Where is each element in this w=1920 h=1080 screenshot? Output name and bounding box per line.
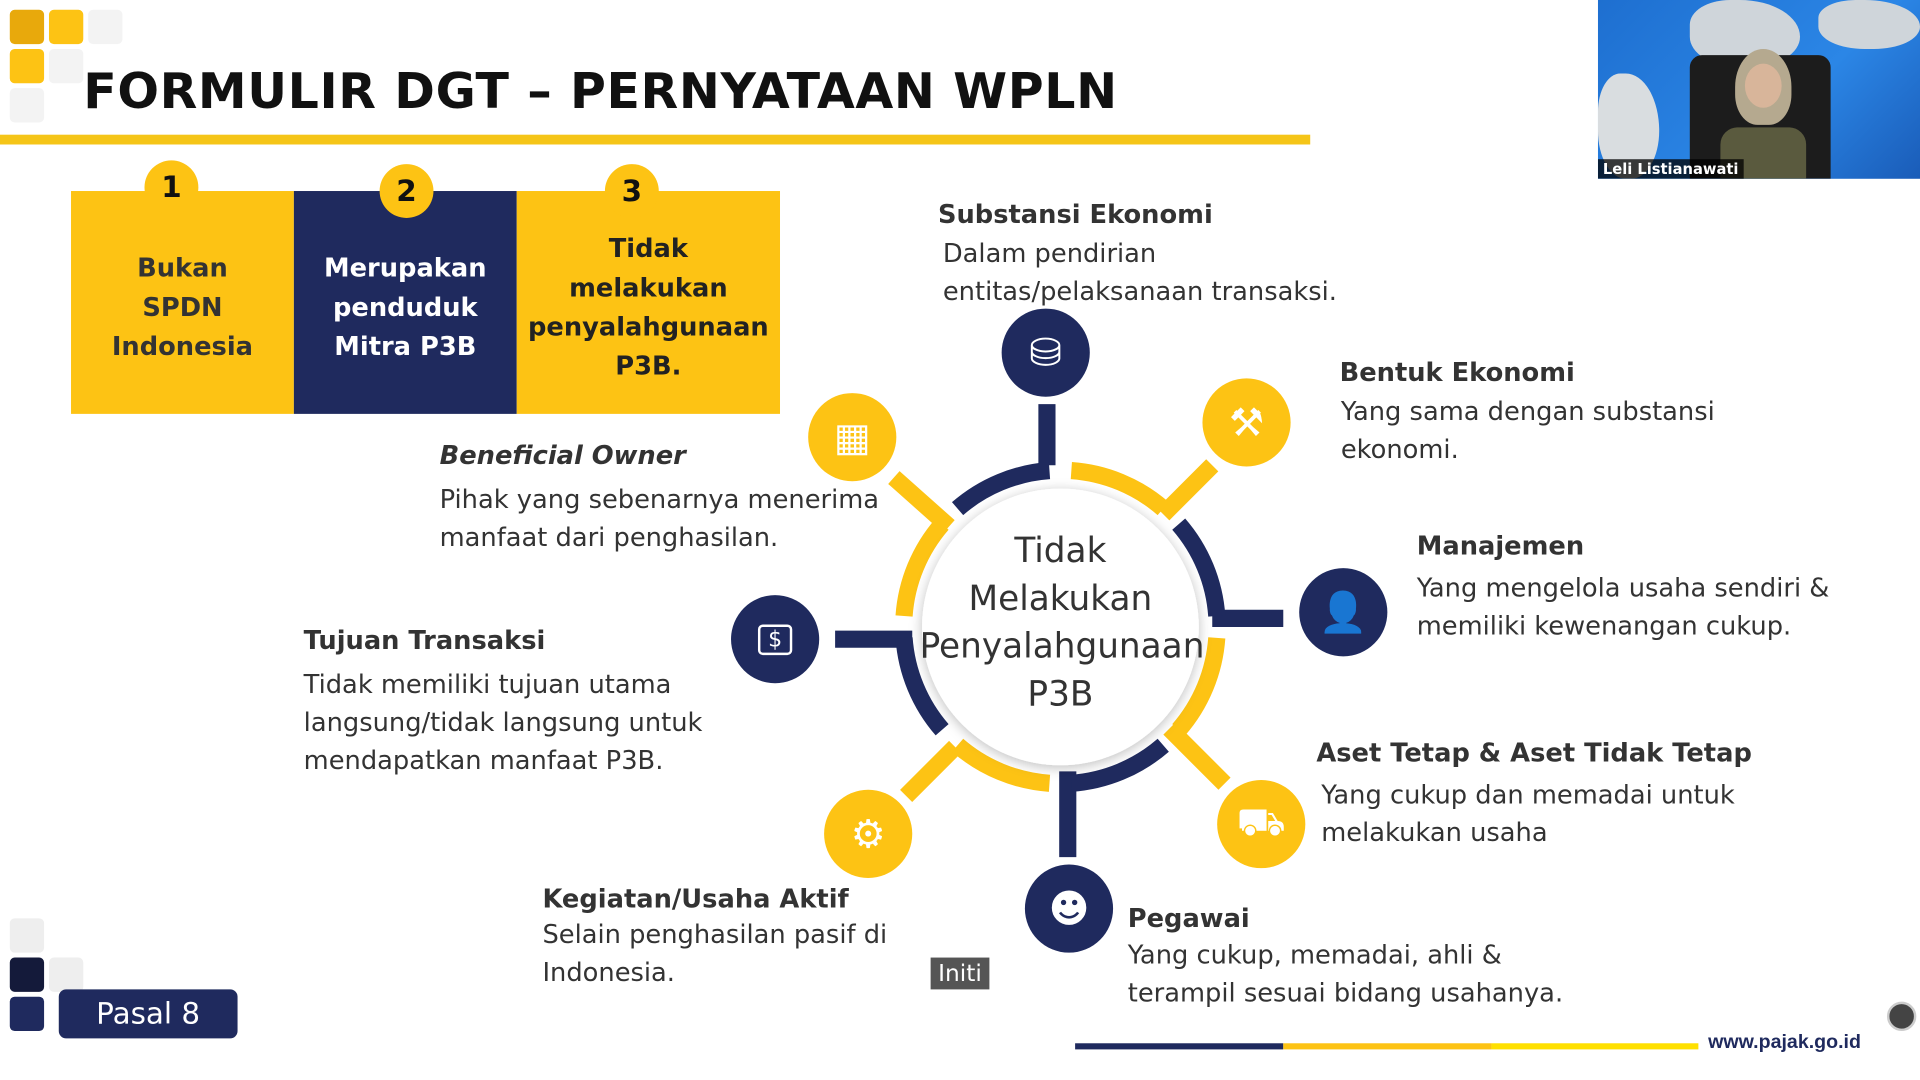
requirement-label: Tidak melakukan penyalahgunaan P3B. (527, 233, 769, 381)
requirement-box-2: Merupakan penduduk Mitra P3B (293, 191, 517, 414)
decor-square (9, 9, 45, 45)
center-circle (922, 488, 1199, 766)
criteria-text: Pihak yang sebenarnya menerima manfaat d… (439, 484, 880, 553)
criteria-heading: Kegiatan/Usaha Aktif (542, 884, 849, 914)
criteria-heading: Bentuk Ekonomi (1339, 357, 1575, 387)
owner-building-icon: ▦ (808, 393, 897, 482)
decor-square (48, 957, 84, 992)
requirement-label: Bukan SPDN Indonesia (111, 253, 254, 362)
participant-avatar (1720, 48, 1807, 179)
decor-square (48, 48, 84, 84)
website-url: www.pajak.go.id (1708, 1032, 1861, 1054)
spoke (1157, 459, 1219, 521)
criteria-text: Yang cukup dan memadai untuk melakukan u… (1321, 780, 1735, 848)
title-underline (0, 134, 1311, 145)
criteria-text: Yang sama dengan substansi ekonomi. (1340, 396, 1715, 465)
requirement-number: 2 (379, 164, 434, 218)
ring-segment (895, 518, 949, 617)
ring-segment (951, 738, 1051, 792)
decor-square (88, 9, 123, 45)
requirement-box-1: Bukan SPDN Indonesia (71, 191, 294, 414)
criteria-heading: Tujuan Transaksi (303, 625, 546, 656)
criteria-heading: Aset Tetap & Aset Tidak Tetap (1316, 738, 1752, 768)
requirement-number: 1 (144, 160, 199, 215)
inti-label: Initi (930, 957, 990, 990)
footer-bar-yellow (1491, 1043, 1699, 1050)
criteria-heading: Manajemen (1416, 531, 1585, 561)
money-icon: $ (731, 595, 820, 684)
spoke (900, 740, 962, 802)
requirement-number: 3 (604, 164, 659, 218)
spoke (888, 471, 955, 533)
criteria-text: Selain penghasilan pasif di Indonesia. (542, 919, 888, 987)
ring-segment (1172, 637, 1226, 736)
people-icon: ☻ (1024, 864, 1114, 953)
criteria-text: Tidak memiliki tujuan utama langsung/tid… (303, 669, 703, 776)
footer-bar-navy (1075, 1043, 1284, 1050)
ring-segment (1070, 738, 1169, 792)
participant-video[interactable]: Leli Listianawati (1597, 0, 1920, 179)
ring-segment (1070, 462, 1169, 516)
criteria-heading: Beneficial Owner (439, 440, 686, 471)
gears-icon: ⚙ (824, 789, 913, 878)
center-label: Tidak Melakukan Penyalahgunaan P3B (919, 530, 1205, 714)
decor-square (9, 996, 45, 1032)
criteria-text: Dalam pendirian entitas/pelaksanaan tran… (942, 238, 1337, 307)
ring-segment (951, 462, 1051, 516)
requirement-box-3: Tidak melakukan penyalahgunaan P3B. (516, 191, 781, 414)
decor-square (9, 957, 45, 992)
djp-logo-icon (1886, 1001, 1917, 1032)
decor-square (9, 918, 45, 953)
criteria-text: Yang cukup, memadai, ahli & terampil ses… (1127, 940, 1564, 1008)
ring-segment (895, 637, 949, 736)
user-check-icon: 👤 (1299, 568, 1388, 657)
criteria-heading: Pegawai (1127, 903, 1250, 934)
decor-square (9, 48, 45, 84)
article-badge: Pasal 8 (58, 989, 238, 1039)
truck-icon: ⛟ (1217, 780, 1306, 869)
footer-bar-orange (1283, 1043, 1492, 1050)
criteria-text: Yang mengelola usaha sendiri & memiliki … (1416, 573, 1830, 641)
participant-name: Leli Listianawati (1597, 159, 1744, 179)
requirement-label: Merupakan penduduk Mitra P3B (324, 253, 487, 362)
database-icon: ⛁ (1001, 308, 1090, 397)
gavel-icon: ⚒ (1202, 378, 1291, 467)
criteria-heading: Substansi Ekonomi (937, 199, 1213, 229)
spoke (1163, 722, 1231, 790)
decor-square (48, 9, 84, 45)
slide-title: FORMULIR DGT – PERNYATAAN WPLN (83, 63, 1118, 121)
decor-square (9, 88, 45, 123)
ring-segment (1172, 518, 1226, 617)
